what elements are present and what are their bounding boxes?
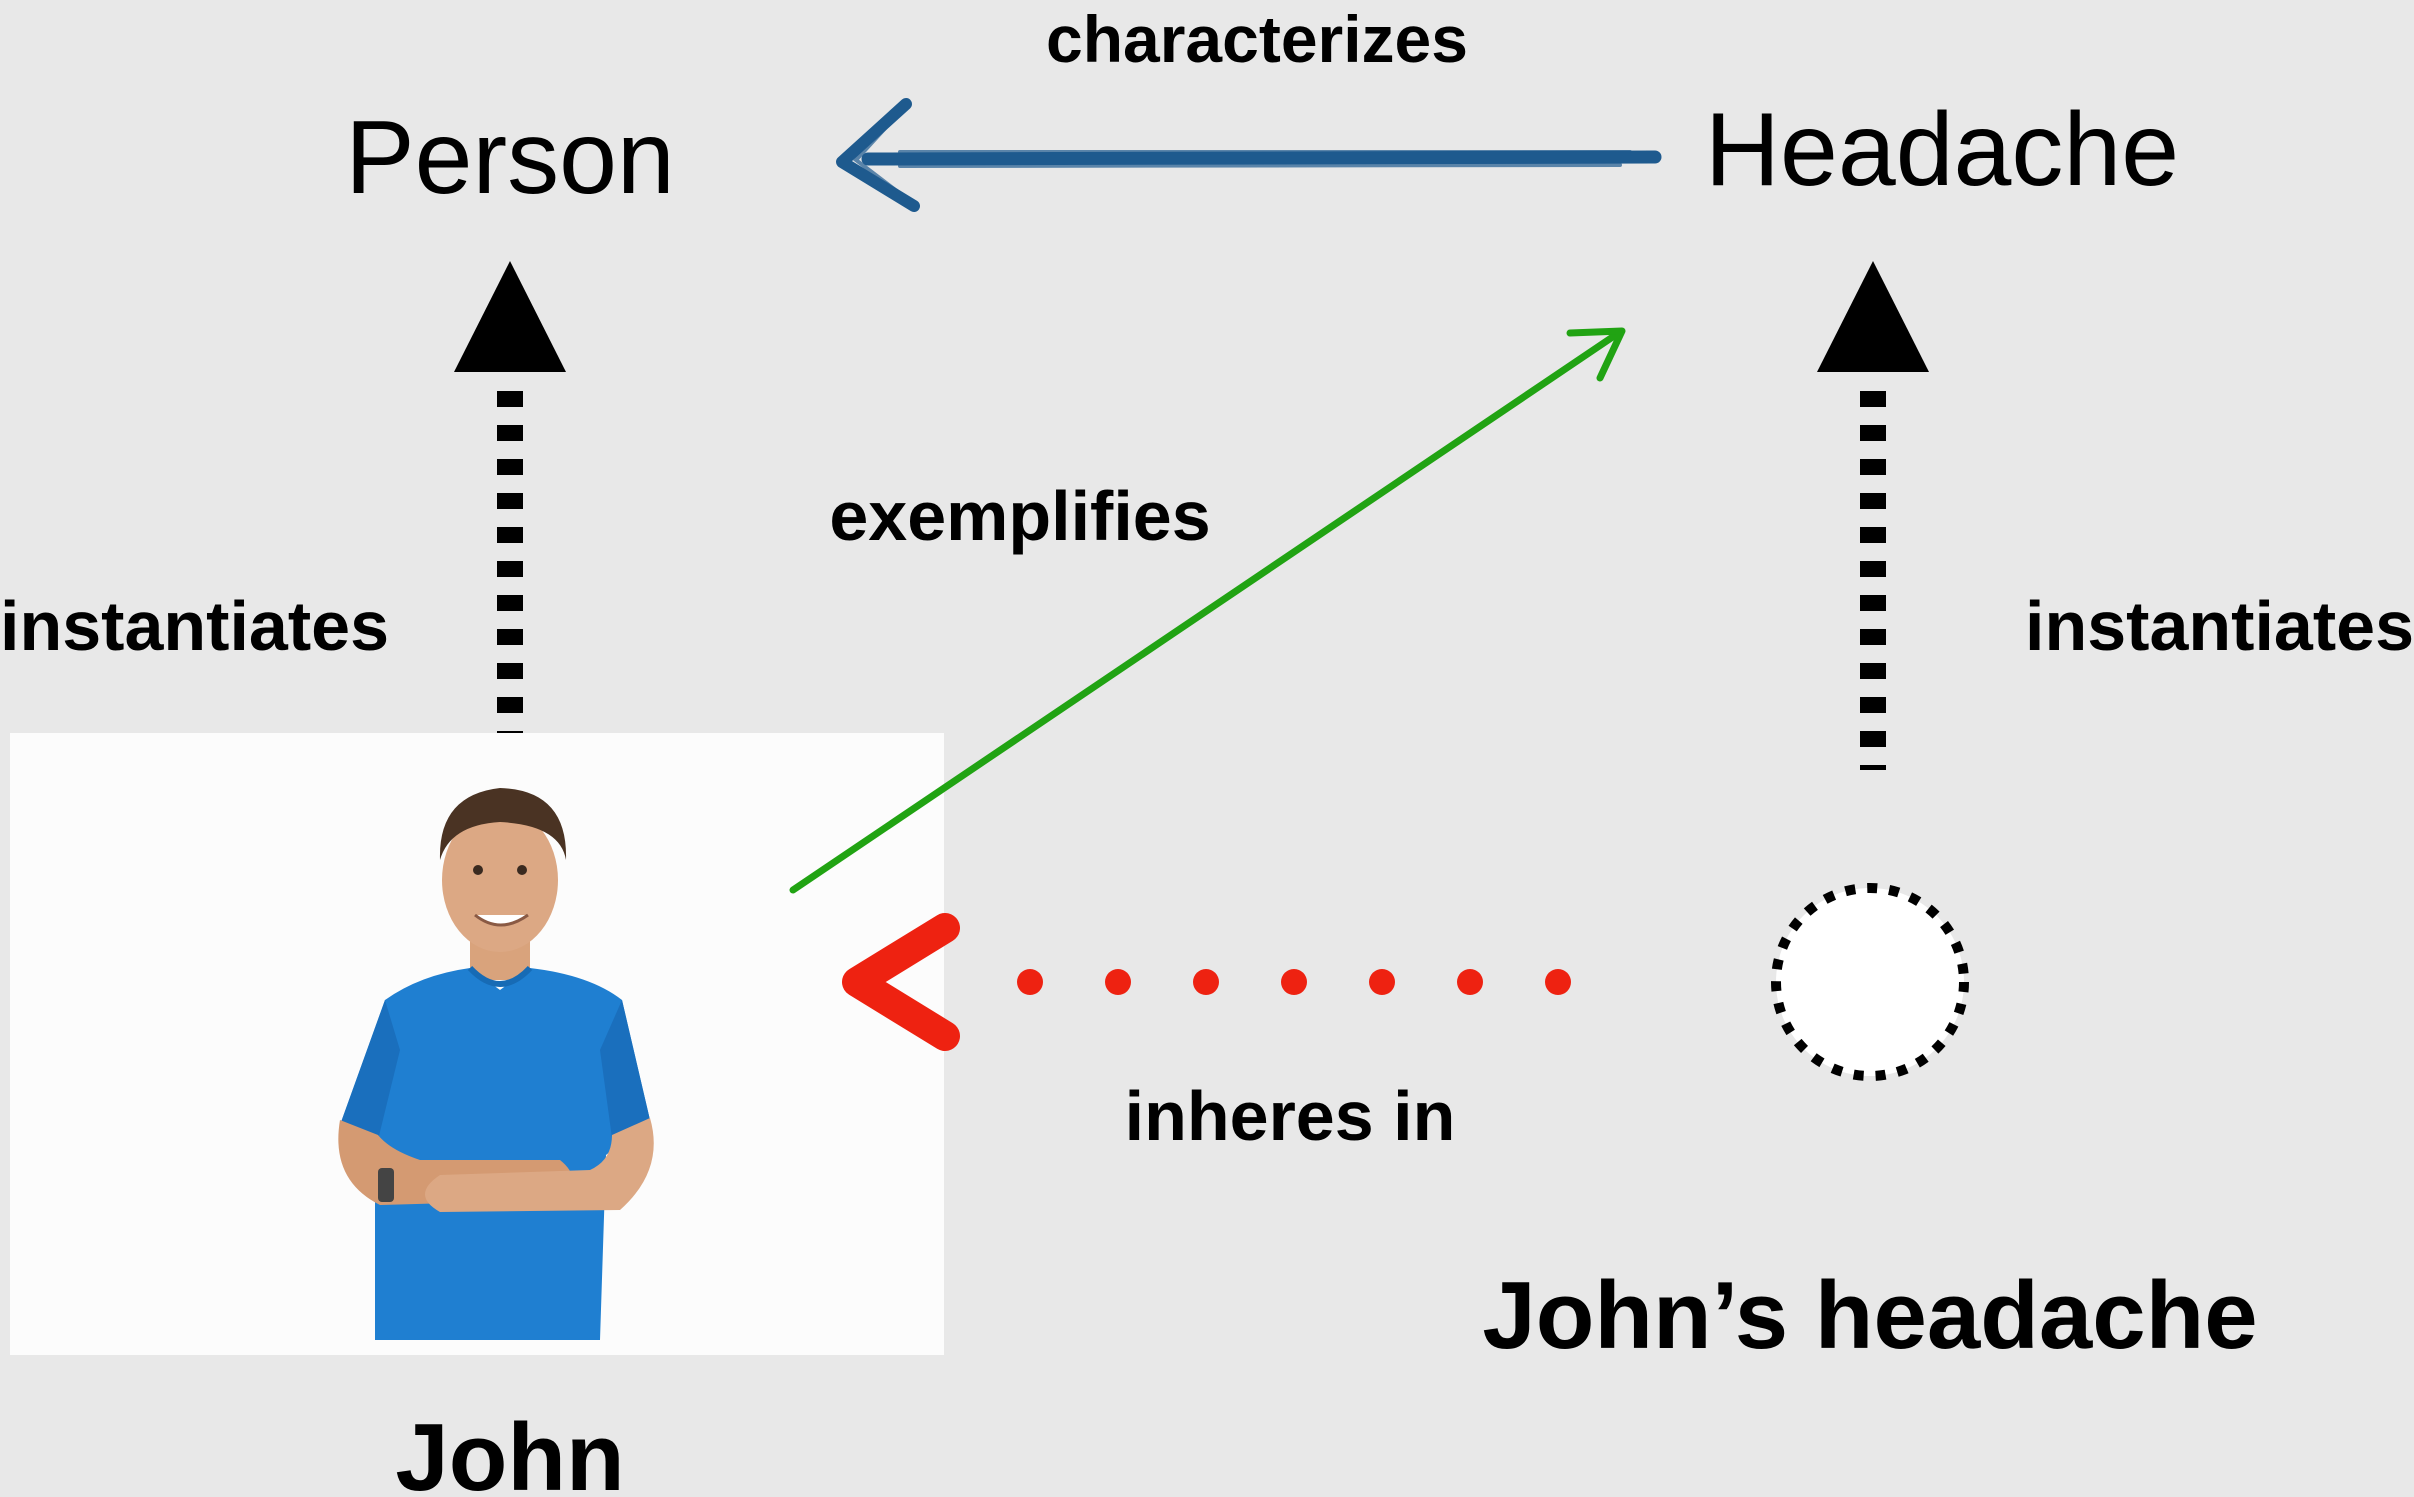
johns-headache-label: John’s headache xyxy=(1482,1262,2257,1369)
john-photo xyxy=(10,733,944,1355)
inheres-in-arrow xyxy=(842,913,1571,1051)
john-label: John xyxy=(395,1404,624,1497)
arrowhead-left-icon xyxy=(842,913,960,1051)
characterizes-label: characterizes xyxy=(1046,2,1468,76)
instantiates-label-left: instantiates xyxy=(0,587,389,665)
dotted-circle-icon xyxy=(1771,883,1969,1081)
instantiates-arrow-right xyxy=(1817,261,1929,770)
headache-node-label: Headache xyxy=(1705,92,2179,208)
inheres-in-label: inheres in xyxy=(1125,1077,1456,1155)
exemplifies-label: exemplifies xyxy=(829,477,1210,555)
instantiates-label-right: instantiates xyxy=(2025,587,2414,665)
characterizes-arrow xyxy=(836,98,1662,212)
exemplifies-arrow xyxy=(789,327,1626,894)
arrowhead-up-icon xyxy=(1817,261,1929,372)
arrowhead-up-icon xyxy=(454,261,566,372)
person-node-label: Person xyxy=(345,100,675,216)
inheres-in-dots xyxy=(1017,969,1571,995)
instantiates-arrow-left xyxy=(454,261,566,770)
